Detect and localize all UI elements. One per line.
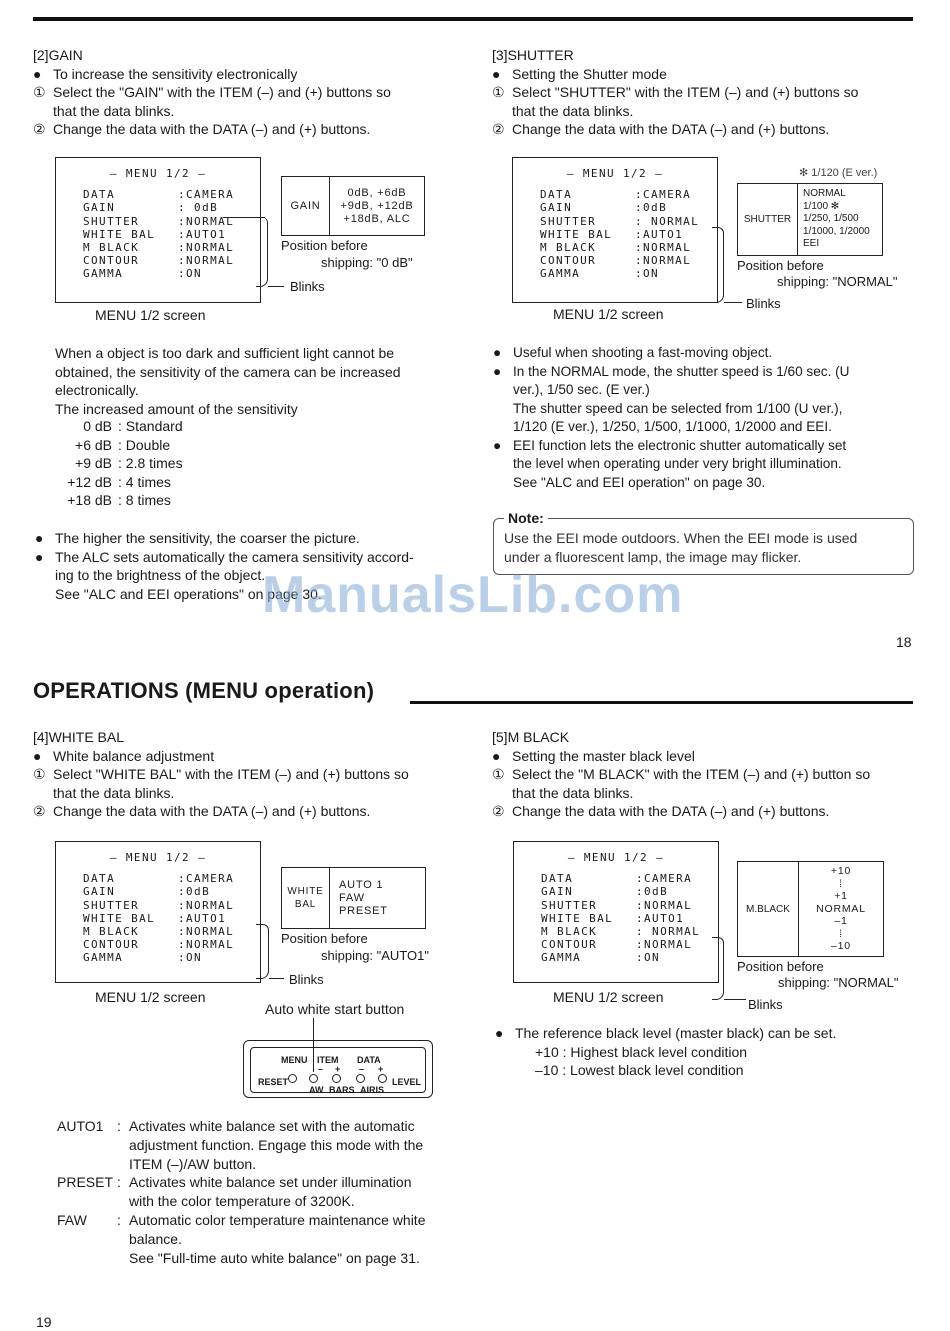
gain-heading: [2]GAIN (33, 47, 83, 63)
table-row: +12 dB: 4 times (67, 473, 171, 490)
reset-button[interactable] (288, 1074, 297, 1083)
title-rule (410, 701, 913, 704)
page-number-19: 19 (36, 1314, 52, 1330)
shutter-connector (712, 227, 724, 303)
gain-connector (256, 217, 268, 287)
gain-bullet: ●To increase the sensitivity electronica… (33, 65, 298, 82)
note-title: Note: (504, 509, 548, 528)
table-row: +9 dB: 2.8 times (75, 455, 183, 471)
mblack-section: [5]M BLACK ●Setting the master black lev… (492, 728, 917, 821)
mblack-heading: [5]M BLACK (492, 729, 570, 745)
watermark-logo: ManualsLib.com (262, 566, 684, 624)
control-panel: MENU ITEM DATA – + – + RESET AW BARS AIR… (243, 1040, 433, 1098)
page-title: OPERATIONS (MENU operation) (33, 678, 375, 703)
table-row: PRESET:Activates white balance set under… (57, 1174, 412, 1210)
gain-section: [2]GAIN ●To increase the sensitivity ele… (33, 46, 458, 139)
wb-menu-caption: MENU 1/2 screen (95, 989, 206, 1005)
shutter-notes: ●Useful when shooting a fast-moving obje… (493, 345, 850, 490)
data-plus-button[interactable] (378, 1074, 387, 1083)
wb-section: [4]WHITE BAL ●White balance adjustment ①… (33, 728, 458, 821)
mblack-options-box: M.BLACK +10 ⁞ +1 NORMAL –1 ⁞ –10 (737, 861, 884, 957)
table-row: AUTO1:Activates white balance set with t… (57, 1118, 424, 1172)
mblack-menu-screen: – MENU 1/2 – DATA:CAMERA GAIN:0dB SHUTTE… (513, 841, 719, 983)
shutter-eu-note: ✻ 1/120 (E ver.) (799, 167, 878, 179)
mblack-notes: ●The reference black level (master black… (495, 1025, 837, 1078)
shutter-note-box: Note: Use the EEI mode outdoors. When th… (493, 509, 914, 575)
gain-menu-caption: MENU 1/2 screen (95, 307, 206, 323)
shutter-heading: [3]SHUTTER (492, 47, 574, 63)
gain-menu-table: DATA:CAMERA GAIN: 0dB SHUTTER:NORMAL WHI… (83, 188, 235, 281)
table-row: 0 dB: Standard (83, 418, 183, 434)
aw-button[interactable] (309, 1074, 318, 1083)
data-minus-button[interactable] (356, 1074, 365, 1083)
bars-button[interactable] (332, 1074, 341, 1083)
wb-definitions: AUTO1:Activates white balance set with t… (57, 1117, 457, 1267)
gain-options-label: GAIN (282, 177, 330, 235)
page-number-18: 18 (896, 634, 912, 650)
wb-menu-screen: – MENU 1/2 – DATA:CAMERA GAIN:0dB SHUTTE… (55, 841, 261, 983)
table-row: FAW:Automatic color temperature maintena… (57, 1211, 426, 1266)
gain-blinks: Blinks (290, 279, 325, 294)
gain-options-box: GAIN 0dB, +6dB +9dB, +12dB +18dB, ALC (281, 176, 425, 236)
top-rule (33, 17, 913, 21)
gain-menu-screen: – MENU 1/2 – DATA:CAMERA GAIN: 0dB SHUTT… (55, 157, 261, 303)
shutter-menu-screen: – MENU 1/2 – DATA:CAMERA GAIN:0dB SHUTTE… (512, 157, 718, 303)
mblack-menu-caption: MENU 1/2 screen (553, 989, 664, 1005)
gain-levels-table: 0 dB: Standard +6 dB: Double +9 dB: 2.8 … (62, 417, 189, 510)
gain-pos-before: Position before (281, 238, 368, 253)
gain-description: When a object is too dark and sufficient… (55, 345, 401, 417)
gain-notes: ●The higher the sensitivity, the coarser… (35, 530, 414, 602)
gain-blinks-line (268, 286, 284, 287)
shutter-menu-caption: MENU 1/2 screen (553, 306, 664, 322)
table-row: +6 dB: Double (75, 436, 171, 453)
table-row: +18 dB: 8 times (67, 492, 171, 508)
auto-white-label: Auto white start button (265, 1001, 405, 1017)
gain-pointer-line (223, 217, 265, 218)
shutter-options-box: SHUTTER NORMAL 1/100 ✻ 1/250, 1/500 1/10… (737, 183, 883, 256)
wb-heading: [4]WHITE BAL (33, 729, 125, 745)
gain-shipping: shipping: "0 dB" (321, 255, 413, 270)
